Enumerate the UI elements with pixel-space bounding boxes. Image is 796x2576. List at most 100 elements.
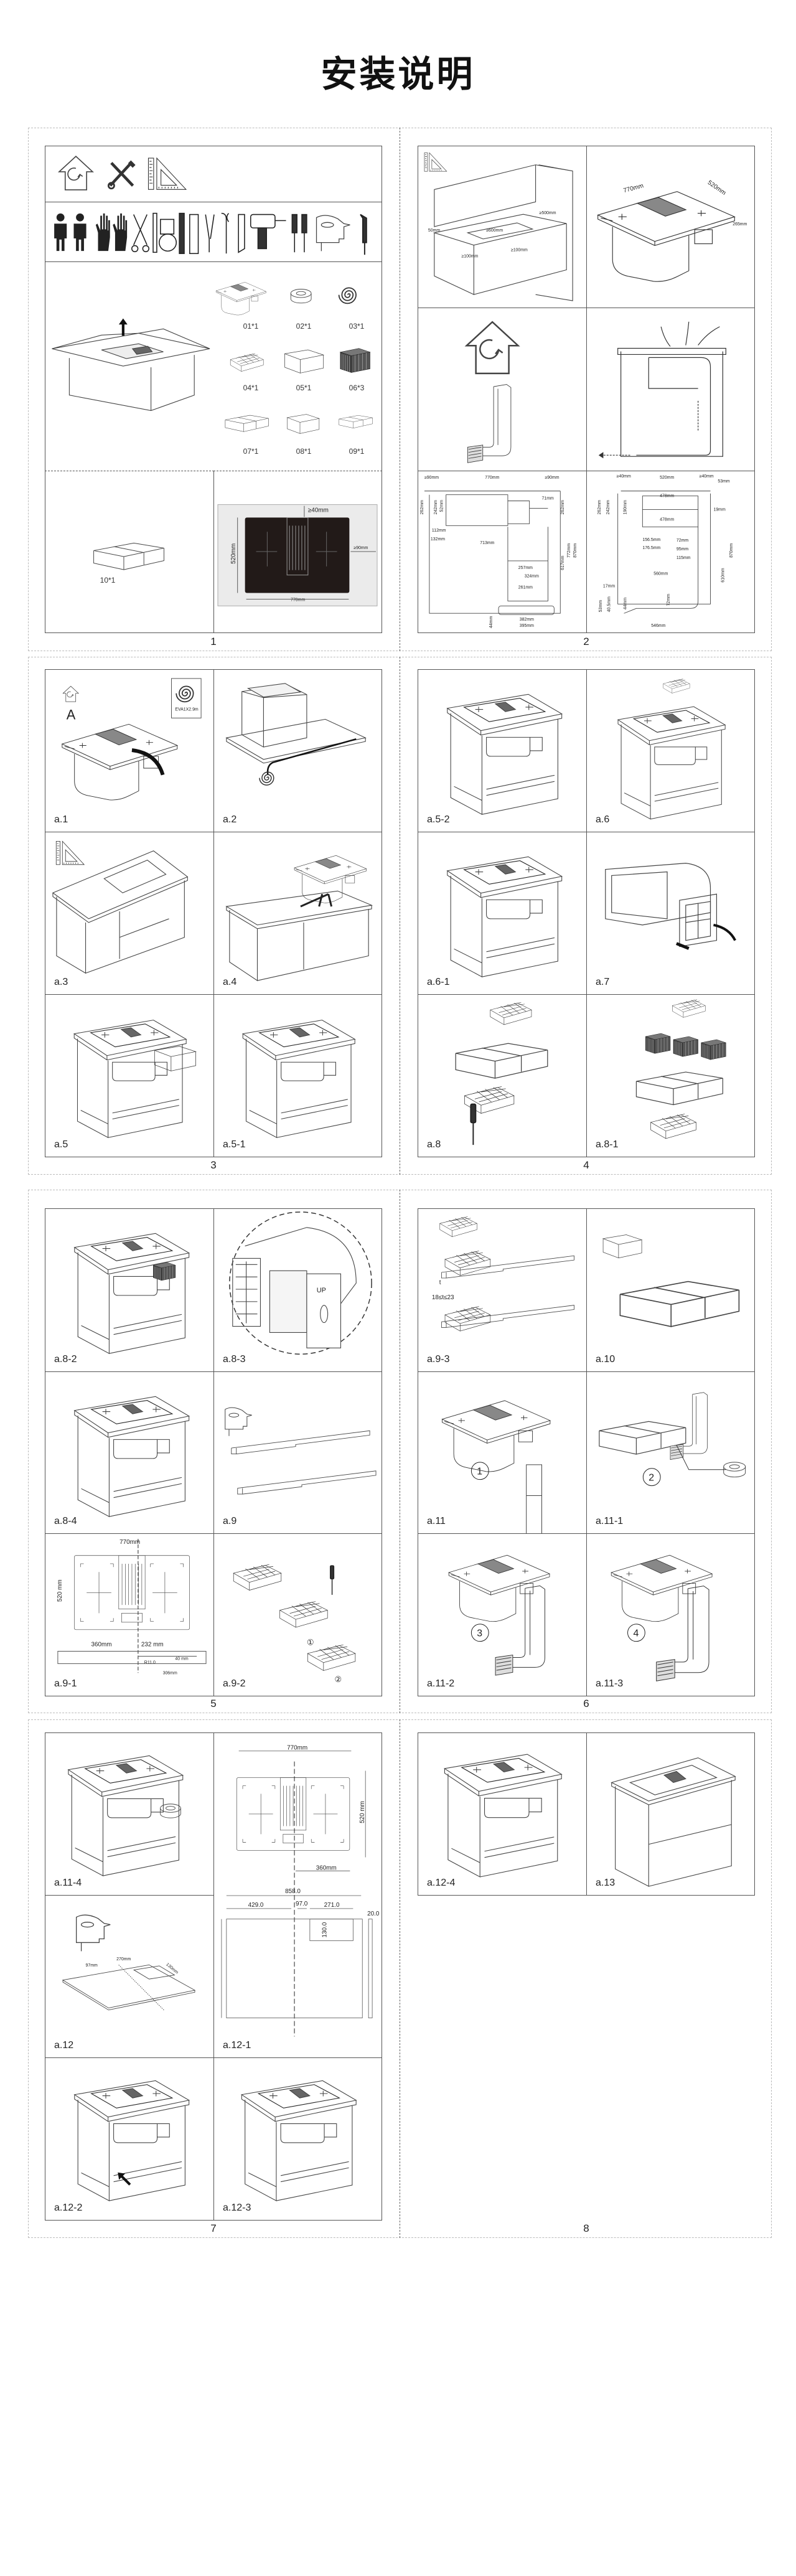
svg-text:772mm: 772mm: [567, 543, 571, 558]
right-dim: 232 mm: [141, 1642, 164, 1648]
thickness-dim: 20.0: [367, 1911, 380, 1917]
svg-text:115mm: 115mm: [677, 556, 691, 560]
screwdriver-wrench-icon: [108, 162, 134, 189]
cut-depth-dim: 130mm: [165, 1962, 179, 1975]
filter-frame: [154, 1046, 196, 1071]
caulk-gun-icon: [360, 214, 367, 255]
step-label: a.1: [54, 814, 68, 825]
caulk-gun-icon: [300, 893, 333, 908]
glove-icon: [95, 213, 110, 251]
step-label: a.8-2: [54, 1354, 77, 1365]
step-marker: 1: [477, 1467, 482, 1477]
step-label: a.8-1: [596, 1139, 619, 1150]
step-label: a.11-3: [596, 1678, 624, 1689]
page-title: 安装说明: [321, 53, 475, 95]
cut-length-dim: 306mm: [163, 1671, 177, 1675]
page-number: 4: [583, 1159, 589, 1171]
kitchen-clearance-cell: ≥500mm 50mm ≥600mm ≥100mm ≥100mm: [418, 146, 587, 308]
step-label: a.3: [54, 977, 68, 987]
step-a11-1: 2 a.11-1: [586, 1371, 755, 1534]
part-07-outlet: [225, 415, 269, 432]
svg-text:261mm: 261mm: [518, 586, 533, 590]
step-label: a.12: [54, 2040, 74, 2051]
step-a8-1: a.8-1: [586, 994, 755, 1157]
hob-dimensions-cell: 770mm 520mm 265mm: [586, 146, 755, 308]
step-label: a.9-2: [223, 1678, 246, 1689]
svg-text:242mm: 242mm: [606, 500, 611, 514]
lift-arrow-icon: [118, 318, 128, 336]
part-06-carbon-filter: [340, 348, 370, 373]
step-label: a.8: [427, 1139, 441, 1150]
board-width-dim: 858.0: [285, 1888, 301, 1895]
step-a9-1: 770mm 520 mm 360mm 232 mm R11.0 40 mm 30…: [45, 1533, 214, 1696]
plinth-strip: [231, 1430, 370, 1455]
svg-text:713mm: 713mm: [480, 541, 494, 545]
radius-dim: R11.0: [144, 1660, 156, 1665]
airflow-cell: [586, 308, 755, 471]
step-a12-3: a.12-3: [213, 2057, 382, 2221]
offset-dim: 360mm: [316, 1864, 337, 1871]
step-a10: a.10: [586, 1208, 755, 1372]
page-number: 3: [210, 1159, 217, 1171]
step-label: a.9-1: [54, 1678, 77, 1689]
part-04-grille: [230, 353, 264, 372]
step-a9: a.9: [213, 1371, 382, 1534]
cut-width-dim: 271.0: [324, 1902, 340, 1909]
step-label: a.12-2: [54, 2202, 83, 2213]
svg-text:262mm: 262mm: [561, 500, 565, 514]
step-label: a.11-2: [427, 1678, 455, 1689]
step-label: a.12-1: [223, 2040, 251, 2051]
ruler-square-icon: [147, 157, 187, 190]
side-dimensions-drawing: ≥90mm 770mm ≥90mm 262mm 242mm 52mm 112mm…: [420, 476, 578, 628]
width-dim: 770mm: [291, 598, 305, 602]
step-label: a.8-3: [223, 1354, 246, 1365]
clearance-side-dim: ≥90mm: [354, 546, 368, 550]
svg-text:53mm: 53mm: [718, 479, 729, 484]
step-a11-3: 4 a.11-3: [586, 1533, 755, 1696]
svg-text:257mm: 257mm: [518, 566, 533, 570]
half-width-dim: 429.0: [248, 1902, 264, 1909]
step-a8-4: a.8-4: [45, 1371, 214, 1534]
part-label: 01*1: [243, 322, 259, 331]
part-03-cable-coil: [338, 287, 357, 304]
step-label: a.10: [596, 1354, 616, 1365]
svg-text:262mm: 262mm: [420, 500, 424, 514]
svg-text:72mm: 72mm: [667, 594, 671, 606]
step-a12-4: a.12-4: [418, 1732, 587, 1896]
step-label: a.11-4: [54, 1878, 82, 1888]
cable-coil-icon: [176, 685, 194, 703]
svg-text:72mm: 72mm: [677, 538, 688, 543]
svg-text:≥90mm: ≥90mm: [424, 476, 439, 480]
svg-text:19mm: 19mm: [713, 508, 725, 512]
svg-text:242mm: 242mm: [434, 500, 438, 514]
jigsaw-icon: [316, 215, 351, 252]
step-label: a.8-4: [54, 1516, 77, 1526]
dimension-labels: ≥40mm 520mm ≥40mm 53mm 262mm 242mm 190mm…: [597, 474, 734, 628]
width-dim: 770mm: [623, 182, 645, 194]
svg-text:610mm: 610mm: [721, 568, 725, 582]
svg-text:53mm: 53mm: [599, 600, 603, 612]
page-number: 8: [583, 2222, 589, 2234]
part-02-tape: [290, 289, 312, 304]
jigsaw-icon: [225, 1407, 253, 1437]
step-a4: a.4: [213, 832, 382, 995]
thickness-symbol: t: [439, 1279, 441, 1286]
svg-text:870mm: 870mm: [729, 543, 734, 558]
step-a13: a.13: [586, 1732, 755, 1896]
front-dimensions-cell: ≥40mm 520mm ≥40mm 53mm 262mm 242mm 190mm…: [586, 471, 755, 633]
step-a5: a.5: [45, 994, 214, 1157]
step-marker: 3: [477, 1629, 482, 1639]
remove-grille-arrow-icon: [131, 748, 165, 776]
page-number: 5: [210, 1698, 217, 1709]
step-a12-2: a.12-2: [45, 2057, 214, 2221]
screwdriver-icon: [470, 1103, 477, 1146]
step-a12-1: 770mm 520 mm 360mm 858.0 429.0 97.0 271.…: [213, 1732, 382, 2058]
svg-text:≥90mm: ≥90mm: [545, 476, 559, 480]
plinth-strip: [237, 1470, 377, 1495]
step-label: a.11: [427, 1516, 446, 1526]
step-a7: a.7: [586, 832, 755, 995]
step-marker: ②: [335, 1675, 342, 1684]
step-marker: 4: [633, 1629, 639, 1639]
part-label: 06*3: [349, 383, 365, 392]
step-a12: 97mm 270mm 130mm a.12: [45, 1895, 214, 2058]
